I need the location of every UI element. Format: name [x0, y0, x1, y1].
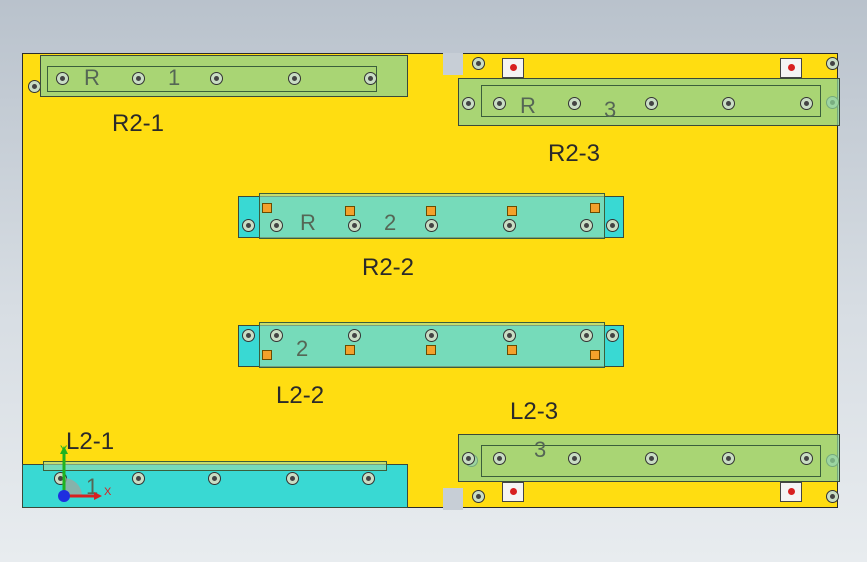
rail-hole [503, 329, 516, 342]
rail-hole [800, 97, 813, 110]
part-label-l2-1: L2-1 [66, 428, 115, 455]
rail-hole [286, 472, 299, 485]
engraving-r: R [84, 65, 100, 90]
locator-block [502, 482, 524, 502]
rail-hole [722, 452, 735, 465]
rail-hole [503, 219, 516, 232]
rail-hole [425, 219, 438, 232]
rail-hole [348, 329, 361, 342]
rail-hole [270, 329, 283, 342]
locator-block [502, 58, 524, 78]
rail-hole [800, 452, 813, 465]
engraving-number: 3 [534, 437, 547, 462]
triad-graphic [58, 446, 102, 502]
part-label-r2-2: R2-2 [362, 254, 415, 281]
rail-hole [568, 97, 581, 110]
rail-hole [462, 452, 475, 465]
rail-hole [210, 72, 223, 85]
rail-hole [56, 72, 69, 85]
rail-hole [722, 97, 735, 110]
rail-hole [568, 452, 581, 465]
rail-hole [580, 219, 593, 232]
rail-hole [242, 219, 255, 232]
part-label-l2-2: L2-2 [276, 382, 325, 409]
rail-inner [481, 85, 821, 117]
locator-block [780, 58, 802, 78]
clamp-tab [590, 350, 600, 360]
rail-hole [208, 472, 221, 485]
plate-notch [443, 53, 463, 75]
plate-hole [472, 57, 485, 70]
rail-hole [242, 329, 255, 342]
locator-block [780, 482, 802, 502]
clamp-tab [507, 345, 517, 355]
clamp-tab [426, 206, 436, 216]
rail-hole [288, 72, 301, 85]
engraving-number: 3 [604, 97, 617, 122]
clamp-tab [426, 345, 436, 355]
rail-l2-1[interactable] [22, 461, 408, 508]
rail-r2-1[interactable] [40, 55, 408, 97]
rail-r2-2[interactable] [238, 193, 624, 239]
part-label-r2-1: R2-1 [112, 110, 165, 137]
rail-hole [362, 472, 375, 485]
clamp-tab [590, 203, 600, 213]
engraving-number: 2 [296, 336, 309, 361]
base-plate[interactable] [22, 53, 838, 510]
clamp-tab [507, 206, 517, 216]
coordinate-triad[interactable]: Y X [48, 444, 118, 506]
engraving-r: R [520, 93, 536, 118]
engraving-r: R [300, 210, 316, 235]
part-label-r2-3: R2-3 [548, 140, 601, 167]
rail-inner [43, 461, 387, 471]
rail-hole [645, 452, 658, 465]
plate-hole [826, 490, 839, 503]
triad-y-label: Y [60, 444, 68, 456]
rail-hole [580, 329, 593, 342]
rail-hole [270, 219, 283, 232]
rail-hole [462, 97, 475, 110]
plate-notch [443, 488, 463, 510]
rail-hole [493, 452, 506, 465]
part-label-l2-3: L2-3 [510, 398, 559, 425]
clamp-tab [262, 203, 272, 213]
rail-hole [606, 329, 619, 342]
clamp-tab [262, 350, 272, 360]
rail-hole [364, 72, 377, 85]
clamp-tab [345, 206, 355, 216]
rail-inner [481, 445, 821, 477]
triad-x-label: X [104, 486, 112, 498]
plate-hole [826, 57, 839, 70]
rail-hole [493, 97, 506, 110]
rail-hole [645, 97, 658, 110]
rail-hole [425, 329, 438, 342]
engraving-number: 2 [384, 210, 397, 235]
rail-hole [132, 472, 145, 485]
plate-hole [472, 490, 485, 503]
rail-hole [606, 219, 619, 232]
rail-hole [348, 219, 361, 232]
engraving-number: 1 [168, 65, 181, 90]
clamp-tab [345, 345, 355, 355]
rail-hole [132, 72, 145, 85]
